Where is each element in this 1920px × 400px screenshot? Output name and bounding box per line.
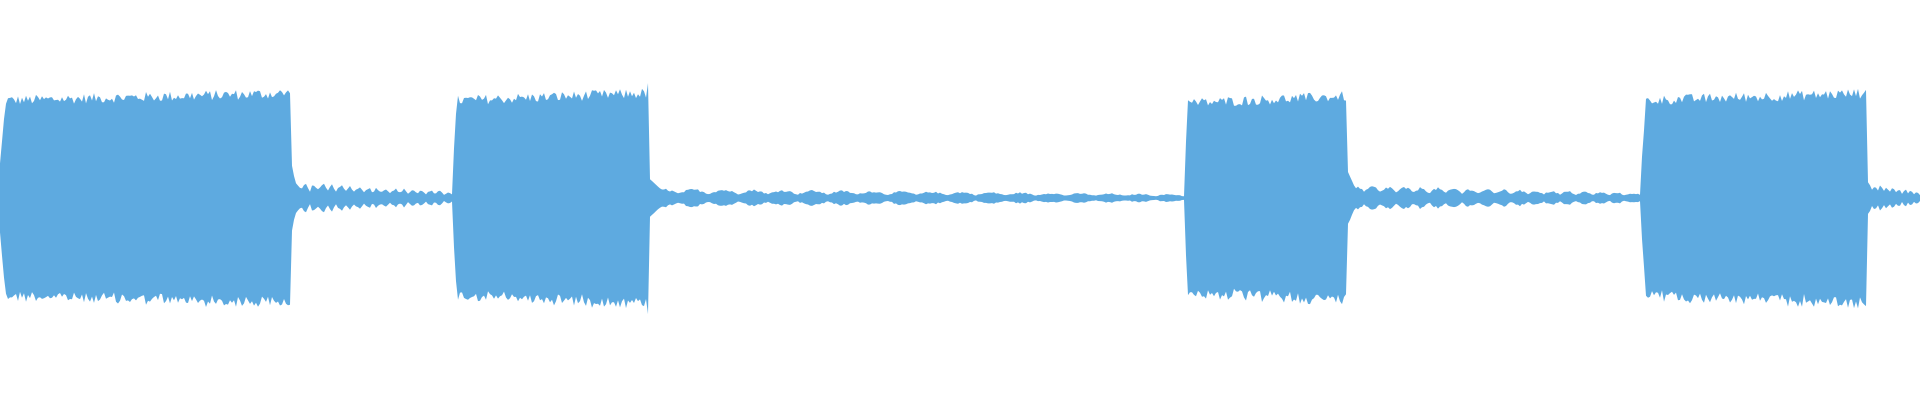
waveform-graphic — [0, 83, 1920, 315]
